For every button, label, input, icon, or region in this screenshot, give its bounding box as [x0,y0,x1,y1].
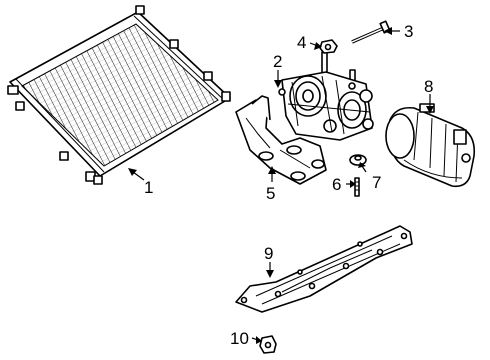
nut-drawing-4 [319,39,338,54]
bracket-drawing [235,95,327,185]
bolt-drawing [351,20,391,44]
compressor-drawing [278,51,374,141]
callout-9: 9 [264,244,273,263]
callout-7: 7 [372,173,381,192]
callout-labels: 1 2 3 4 5 6 7 8 9 10 [144,22,433,348]
electric-motor-drawing [385,103,476,188]
nut-drawing-7 [349,154,367,166]
callout-3: 3 [404,22,413,41]
callout-2: 2 [273,52,282,71]
callout-4: 4 [297,33,306,52]
callout-5: 5 [266,184,275,203]
callout-8: 8 [424,77,433,96]
stud-drawing [354,177,360,197]
callout-10: 10 [230,329,249,348]
condenser-drawing [7,5,231,185]
callout-1: 1 [144,178,153,197]
shield-drawing [235,225,413,313]
callout-6: 6 [332,175,341,194]
leader-lines [128,27,434,344]
clip-drawing [259,335,277,354]
